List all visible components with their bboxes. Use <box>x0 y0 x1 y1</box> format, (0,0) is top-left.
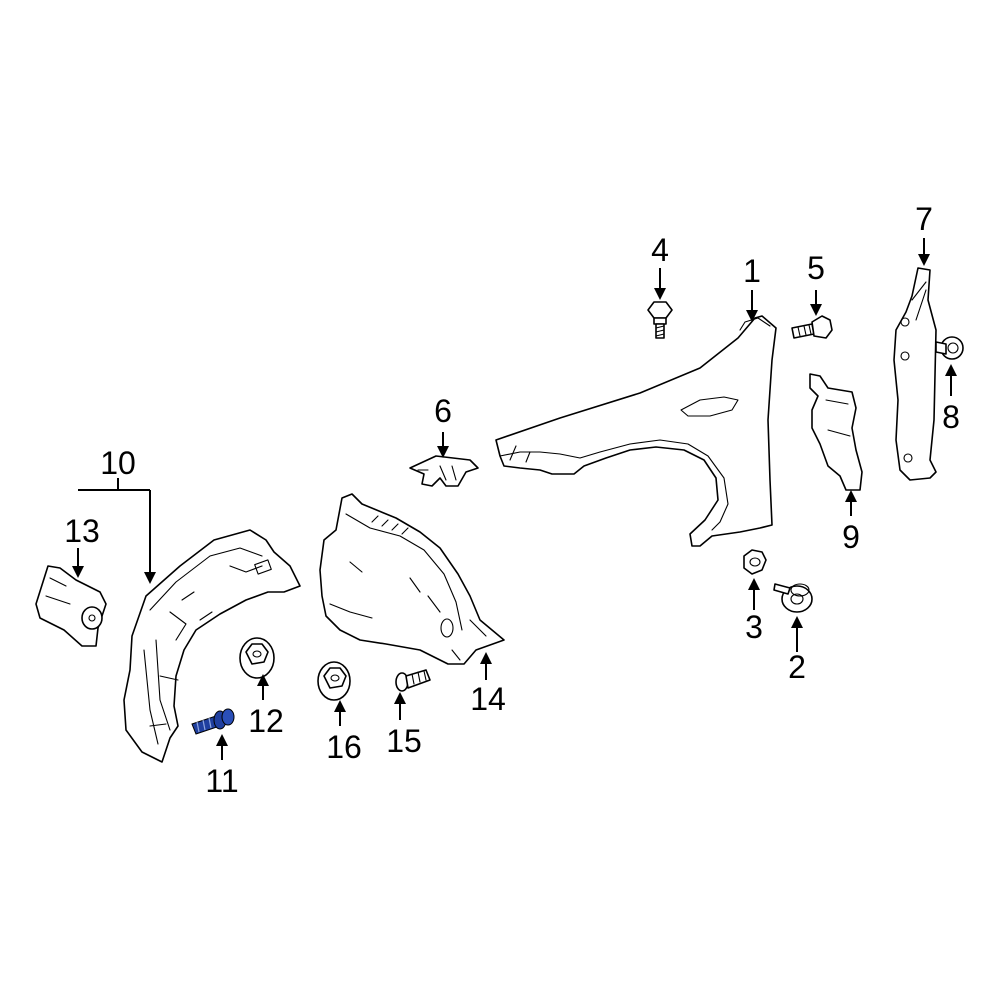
callout-9: 9 <box>842 519 860 555</box>
callout-labels: 1 2 3 4 5 6 7 8 9 10 11 12 13 14 15 16 <box>64 201 960 799</box>
clip-part-8[interactable] <box>935 336 964 360</box>
callout-6: 6 <box>434 393 452 429</box>
callout-15: 15 <box>386 723 422 759</box>
callout-7: 7 <box>915 201 933 237</box>
shield-part-13[interactable] <box>35 565 107 647</box>
flange-nut-part-12[interactable] <box>239 637 275 679</box>
callout-2: 2 <box>788 649 806 685</box>
callout-1: 1 <box>743 253 761 289</box>
callout-5: 5 <box>807 250 825 286</box>
flange-nut-part-16[interactable] <box>317 661 351 701</box>
callout-16: 16 <box>326 729 362 765</box>
callout-13: 13 <box>64 513 100 549</box>
callout-10: 10 <box>100 445 136 481</box>
bolt-part-5[interactable] <box>791 315 833 339</box>
callout-4: 4 <box>651 232 669 268</box>
liner-part-14[interactable] <box>319 493 505 665</box>
leader-lines <box>72 238 957 760</box>
push-pin-part-15[interactable] <box>395 669 431 692</box>
bolt-part-4[interactable] <box>647 301 673 339</box>
callout-8: 8 <box>942 399 960 435</box>
bracket-part-6[interactable] <box>409 455 479 487</box>
bracket-part-7[interactable] <box>893 267 937 481</box>
callout-11: 11 <box>205 763 238 799</box>
callout-3: 3 <box>745 609 763 645</box>
bolt-part-11-highlighted[interactable] <box>191 708 235 735</box>
liner-part-10[interactable] <box>123 529 301 763</box>
callout-14: 14 <box>470 681 506 717</box>
nut-part-3[interactable] <box>743 549 767 575</box>
insulator-part-9[interactable] <box>809 373 863 491</box>
fender-part-1[interactable] <box>495 315 777 547</box>
push-clip-part-2[interactable] <box>773 583 813 613</box>
callout-12: 12 <box>248 703 284 739</box>
